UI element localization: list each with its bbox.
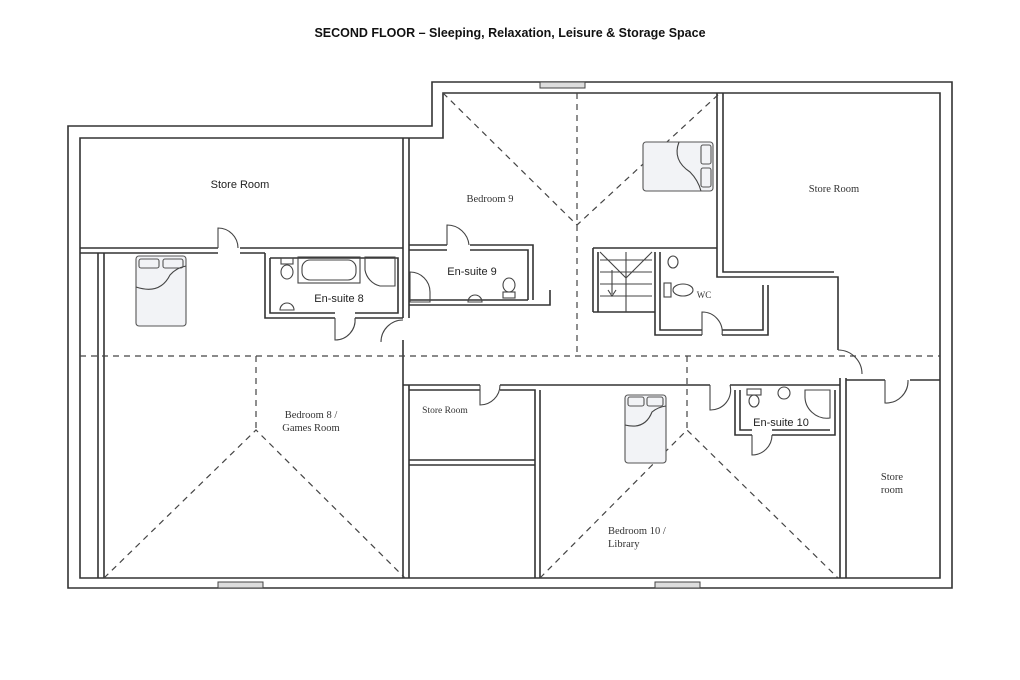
- label-store-room-middle: Store Room: [422, 406, 468, 416]
- label-store-room-top-right: Store Room: [809, 184, 859, 195]
- door-swings: [217, 224, 909, 456]
- window-top: [539, 81, 586, 89]
- bed-bedroom-8: [135, 255, 187, 327]
- label-bedroom-10: Bedroom 10 /Library: [608, 526, 666, 550]
- label-ensuite-9: En-suite 9: [447, 266, 497, 278]
- plan-title: SECOND FLOOR – Sleeping, Relaxation, Lei…: [314, 26, 706, 40]
- roof-slope-lines: [80, 92, 940, 579]
- label-wc: WC: [697, 290, 712, 300]
- window-bottom-right: [654, 581, 701, 589]
- window-bottom-left: [217, 581, 264, 589]
- bed-bedroom-9: [642, 141, 714, 192]
- label-store-room-top-left: Store Room: [211, 179, 270, 191]
- label-ensuite-10: En-suite 10: [753, 417, 809, 429]
- bathroom-fixtures: [279, 255, 831, 419]
- label-bedroom-8: Bedroom 8 /Games Room: [282, 410, 339, 434]
- interior-walls: [80, 93, 940, 578]
- room-labels: Store Room Bedroom 9 Store Room En-suite…: [211, 179, 904, 550]
- label-bedroom-9: Bedroom 9: [467, 194, 514, 205]
- bed-bedroom-10: [624, 394, 667, 464]
- outer-walls: [67, 81, 953, 589]
- staircase: [599, 251, 653, 312]
- label-ensuite-8: En-suite 8: [314, 293, 364, 305]
